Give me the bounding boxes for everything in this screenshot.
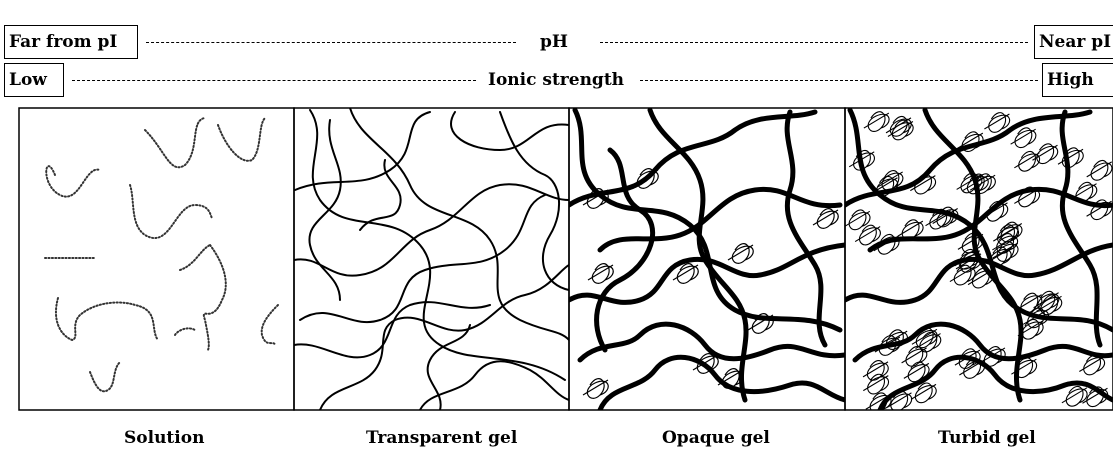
protein-aggregate: [1014, 151, 1039, 171]
protein-aggregate: [1011, 128, 1036, 148]
panel-transparent-gel: [294, 108, 569, 410]
panel-turbid-gel: [845, 110, 1113, 413]
protein-aggregate: [968, 268, 993, 288]
protein-aggregate: [1087, 161, 1112, 181]
panel-frame-solution: [19, 108, 294, 410]
protein-aggregate: [1058, 148, 1083, 168]
caption-solution: Solution: [124, 428, 204, 448]
panel-opaque-gel: [569, 110, 845, 410]
protein-aggregate: [863, 374, 888, 394]
panel-solution: [45, 118, 278, 391]
protein-aggregate: [984, 113, 1009, 133]
protein-aggregate: [1079, 355, 1104, 375]
caption-transparent-gel: Transparent gel: [366, 428, 517, 448]
protein-aggregate: [864, 112, 889, 132]
caption-turbid-gel: Turbid gel: [938, 428, 1036, 448]
protein-aggregate: [1032, 144, 1057, 164]
caption-opaque-gel: Opaque gel: [662, 428, 770, 448]
